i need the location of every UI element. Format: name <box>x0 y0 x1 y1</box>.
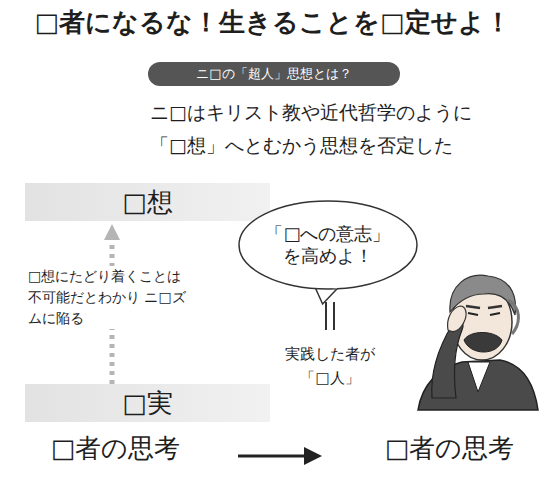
equal-sign <box>333 302 335 330</box>
philosopher-illustration <box>418 275 538 410</box>
node-text: □想 <box>122 186 173 219</box>
arrow-head <box>304 447 322 465</box>
subtitle-text: ニ□はキリスト教や近代哲学のように 「□想」へとむかう思想を否定した <box>150 96 498 162</box>
equal-sign <box>325 302 327 330</box>
node-text: □実 <box>122 387 173 420</box>
title-text: □者になるな！生きることを□定せよ！ <box>0 6 545 40</box>
heading-pill: ニ□の「超人」思想とは？ <box>148 62 400 86</box>
ideal-band: □想 <box>25 183 270 221</box>
flow-arrow <box>238 455 306 458</box>
bubble-ellipse <box>239 201 417 289</box>
arrow-head <box>104 224 120 240</box>
edge-label: □想にたどり着くことは 不可能だとわかり ニ□ズムに陥る <box>28 266 198 329</box>
speech-bubble: 「□への意志」 を高めよ！ <box>238 200 418 290</box>
reality-band: □実 <box>25 384 270 422</box>
practice-text: 実践した者が 「□人」 <box>280 342 380 390</box>
bubble-join <box>315 285 337 287</box>
node-text: 「□への意志」 を高めよ！ <box>261 223 396 268</box>
thinking-label: □者の思考 <box>362 432 537 466</box>
node-text: ニ□の「超人」思想とは？ <box>196 66 351 82</box>
thinking-label: □者の思考 <box>28 432 203 466</box>
